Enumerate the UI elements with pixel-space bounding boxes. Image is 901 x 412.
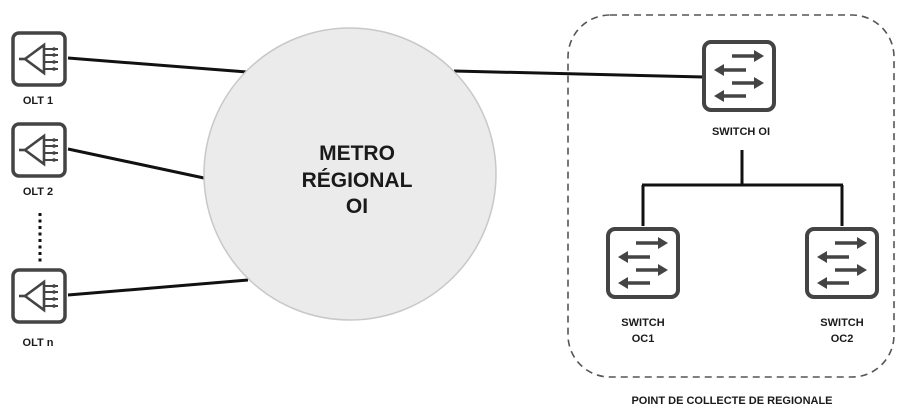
switch-oi-label: SWITCH OI [712,126,770,138]
metro-label-line2: RÉGIONAL [302,169,413,192]
switch-oc1-label-line1: SWITCH [621,317,664,329]
collect-zone-boundary [567,14,895,378]
olt-node-2[interactable]: OLT 2 [11,122,67,198]
olt-amplifier-icon [11,268,67,324]
switch-oc2-label-line2: OC2 [831,333,854,345]
olt-amplifier-icon [11,122,67,178]
olt-label: OLT 2 [23,186,53,198]
switch-oi-node[interactable]: SWITCH OI [702,40,776,138]
metro-regional-cloud[interactable] [203,27,497,321]
olt-node-1[interactable]: OLT 1 [11,31,67,107]
switch-oc2-label-line1: SWITCH [820,317,863,329]
switch-oc2-node[interactable]: SWITCH OC2 [805,227,879,345]
link-metro-switch-oi [453,69,705,79]
olt-label: OLT 1 [23,95,53,107]
switch-oc1-node[interactable]: SWITCH OC1 [606,227,680,345]
collect-zone-caption: POINT DE COLLECTE DE REGIONALE [631,395,832,407]
link-oltn-metro [67,278,249,297]
link-olt1-metro [67,56,248,74]
connection-lines [67,56,844,297]
metro-label-line3: OI [346,195,368,218]
switch-arrows-icon [606,227,680,299]
metro-label-line1: METRO [319,142,395,165]
switch-arrows-icon [805,227,879,299]
switch-oc1-label-line2: OC1 [632,333,655,345]
switch-arrows-icon [702,40,776,112]
olt-node-n[interactable]: OLT n [11,268,67,349]
link-olt2-metro [67,147,205,180]
olt-label: OLT n [23,337,54,349]
olt-amplifier-icon [11,31,67,87]
